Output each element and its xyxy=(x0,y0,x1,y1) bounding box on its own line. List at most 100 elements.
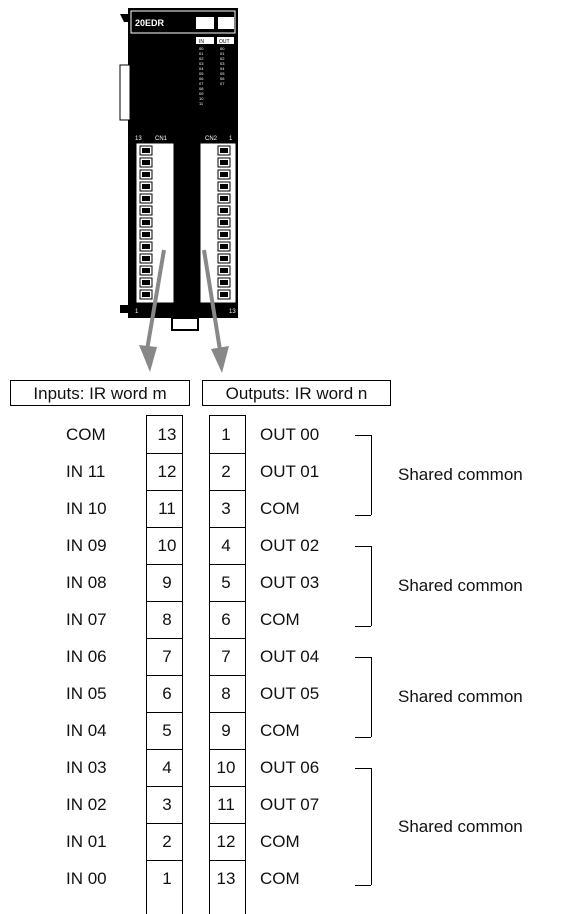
output-row-divider xyxy=(209,823,245,824)
terminal-column-line xyxy=(182,415,183,914)
cn2-pin-contact xyxy=(220,280,228,285)
output-row-divider xyxy=(209,675,245,676)
cn2-label: CN2 xyxy=(205,136,218,142)
input-indicator: 03 xyxy=(199,61,204,66)
outputs-header: Outputs: IR word n xyxy=(202,380,391,406)
model-label: 20EDR xyxy=(135,18,165,28)
cn1-pin-contact xyxy=(142,208,150,213)
bracket-bottom xyxy=(355,737,371,738)
output-label: COM xyxy=(260,721,300,740)
output-pin-number: 7 xyxy=(221,647,231,666)
bracket-vertical xyxy=(371,546,372,626)
input-pin-number: 6 xyxy=(162,684,172,703)
output-arrow-head xyxy=(211,346,229,373)
output-pin-number: 6 xyxy=(221,610,231,629)
bracket-top xyxy=(355,768,371,769)
output-pin-number: 3 xyxy=(221,499,231,518)
cn2-pin-bottom: 13 xyxy=(229,309,236,315)
output-indicator: 06 xyxy=(220,76,225,81)
output-label: OUT 02 xyxy=(260,536,320,555)
output-pin-number: 2 xyxy=(221,462,231,481)
input-pin-number: 10 xyxy=(157,536,177,555)
input-indicator: 11 xyxy=(199,101,204,106)
input-pin-number: 7 xyxy=(162,647,172,666)
input-pin-number: 3 xyxy=(162,795,172,814)
output-indicator: 02 xyxy=(220,56,225,61)
output-pin-number: 13 xyxy=(216,869,236,888)
input-indicator: 05 xyxy=(199,71,204,76)
top-clip xyxy=(120,14,128,22)
shared-common-label: Shared common xyxy=(398,687,523,706)
input-pin-number: 4 xyxy=(162,758,172,777)
side-tab xyxy=(119,64,131,121)
input-indicator: 10 xyxy=(199,96,204,101)
output-label: OUT 06 xyxy=(260,758,320,777)
input-label: IN 08 xyxy=(66,573,107,592)
input-pin-number: 12 xyxy=(157,462,177,481)
cn1-pin-contact xyxy=(142,292,150,297)
cn1-pin-contact xyxy=(142,196,150,201)
input-row-divider xyxy=(146,453,182,454)
cn1-label: CN1 xyxy=(155,136,168,142)
cn2-pin-contact xyxy=(220,220,228,225)
output-label: OUT 01 xyxy=(260,462,320,481)
input-row-divider xyxy=(146,638,182,639)
input-label: IN 04 xyxy=(66,721,107,740)
cn1-pin-contact xyxy=(142,220,150,225)
output-indicator: 04 xyxy=(220,66,225,71)
cn2-pin-contact xyxy=(220,160,228,165)
input-indicator: 08 xyxy=(199,86,204,91)
output-label: COM xyxy=(260,869,300,888)
shared-common-label: Shared common xyxy=(398,465,523,484)
input-indicator: 06 xyxy=(199,76,204,81)
output-pin-number: 8 xyxy=(221,684,231,703)
inputs-header: Inputs: IR word m xyxy=(10,380,190,406)
output-pin-number: 12 xyxy=(216,832,236,851)
terminal-column-line xyxy=(146,415,147,914)
input-row-divider xyxy=(146,749,182,750)
cn2-pin-contact xyxy=(220,196,228,201)
input-row-divider xyxy=(146,490,182,491)
output-block-top xyxy=(209,415,245,416)
output-indicator: 07 xyxy=(220,81,225,86)
out-label: OUT xyxy=(219,39,230,45)
output-label: OUT 07 xyxy=(260,795,320,814)
output-indicator: 05 xyxy=(220,71,225,76)
output-row-divider xyxy=(209,786,245,787)
cn1-pin-contact xyxy=(142,172,150,177)
input-label: COM xyxy=(66,425,106,444)
shared-common-label: Shared common xyxy=(398,817,523,836)
cn1-pin-contact xyxy=(142,256,150,261)
bracket-top xyxy=(355,435,371,436)
input-row-divider xyxy=(146,527,182,528)
bracket-vertical xyxy=(371,768,372,885)
output-row-divider xyxy=(209,601,245,602)
input-indicator: 07 xyxy=(199,81,204,86)
output-pin-number: 1 xyxy=(221,425,231,444)
cn2-pin-contact xyxy=(220,232,228,237)
output-label: OUT 04 xyxy=(260,647,320,666)
cn1-pin-bottom: 1 xyxy=(135,309,139,315)
input-label: IN 06 xyxy=(66,647,107,666)
input-row-divider xyxy=(146,712,182,713)
bracket-vertical xyxy=(371,657,372,737)
cn2-pin-contact xyxy=(220,184,228,189)
input-pin-number: 13 xyxy=(157,425,177,444)
cn1-pin-contact xyxy=(142,280,150,285)
output-pin-number: 10 xyxy=(216,758,236,777)
output-pin-number: 4 xyxy=(221,536,231,555)
input-label: IN 07 xyxy=(66,610,107,629)
output-row-divider xyxy=(209,712,245,713)
output-row-divider xyxy=(209,453,245,454)
in-label: IN xyxy=(199,39,204,45)
output-label: COM xyxy=(260,610,300,629)
input-indicator: 02 xyxy=(199,56,204,61)
output-indicator: 01 xyxy=(220,51,225,56)
input-pin-number: 8 xyxy=(162,610,172,629)
bracket-bottom xyxy=(355,885,371,886)
output-arrow xyxy=(202,249,222,351)
output-label: COM xyxy=(260,832,300,851)
bracket-top xyxy=(355,657,371,658)
output-pin-number: 11 xyxy=(217,795,235,814)
